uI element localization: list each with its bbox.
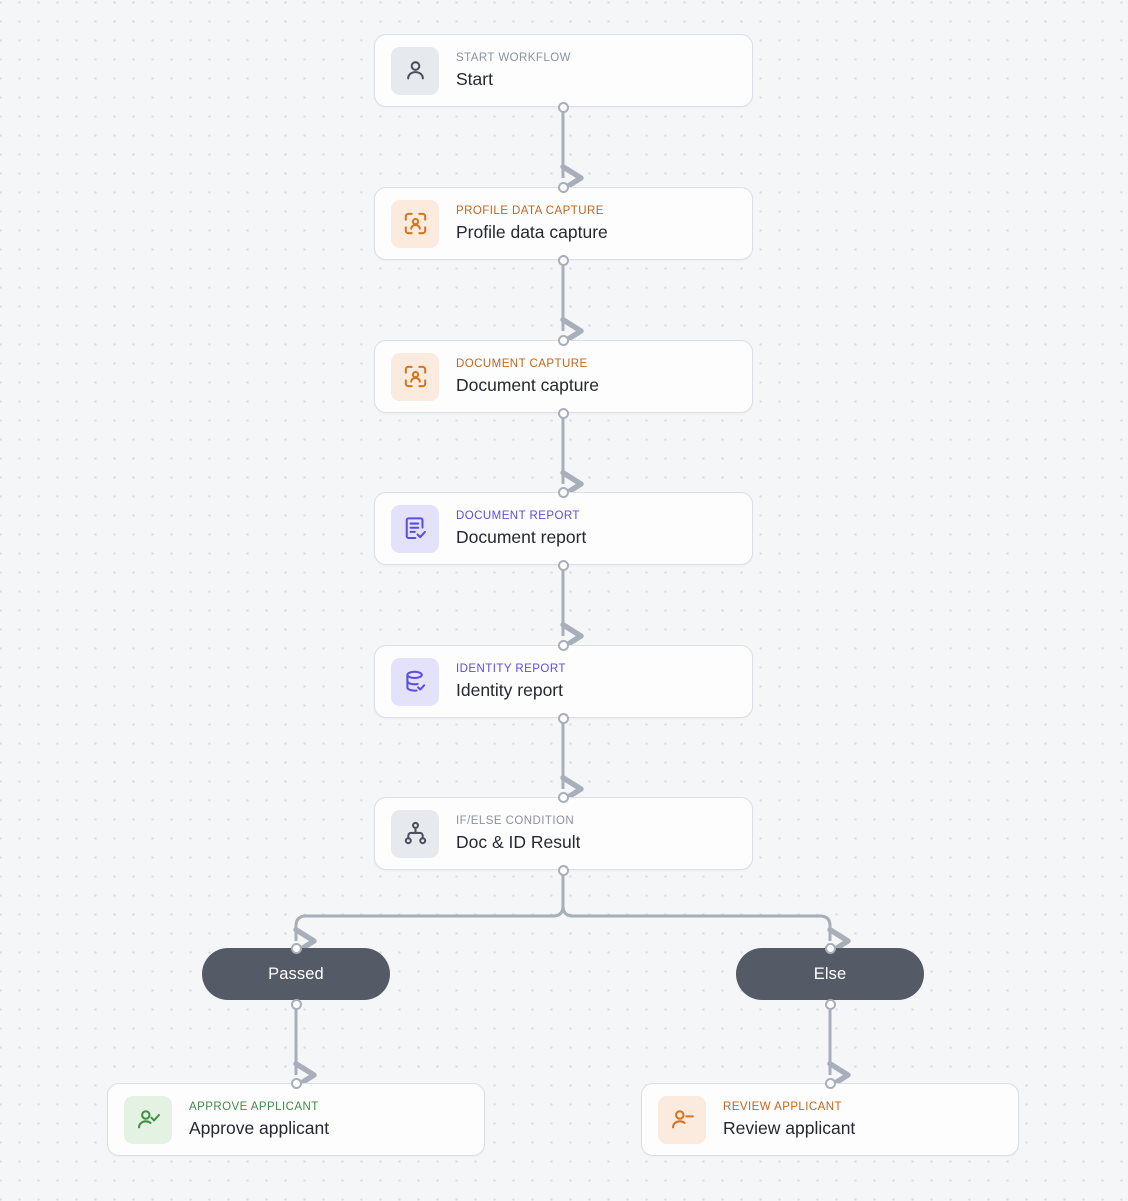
handle-document-report-bottom[interactable]	[557, 559, 569, 571]
edge-condition-to-passed	[296, 871, 565, 941]
node-document-capture-text: DOCUMENT CAPTURE Document capture	[456, 357, 599, 397]
person-icon	[406, 61, 424, 80]
branch-pill-passed-label: Passed	[268, 964, 324, 983]
handle-document-report-top[interactable]	[557, 486, 569, 498]
node-approve-applicant[interactable]: APPROVE APPLICANT Approve applicant	[107, 1083, 485, 1156]
node-profile-title: Profile data capture	[456, 221, 608, 242]
edge-condition-to-else	[561, 871, 830, 941]
database-check-icon	[405, 670, 425, 692]
handle-doc-id-result-top[interactable]	[557, 791, 569, 803]
handle-start-bottom[interactable]	[557, 101, 569, 113]
node-review-applicant-kicker: REVIEW APPLICANT	[723, 1100, 843, 1113]
node-start-text: START WORKFLOW Start	[456, 51, 571, 91]
node-review-applicant-text: REVIEW APPLICANT Review applicant	[723, 1100, 855, 1140]
node-identity-report-icon-tile	[391, 657, 439, 706]
node-identity-report-kicker: IDENTITY REPORT	[456, 662, 566, 675]
handle-profile-bottom[interactable]	[557, 254, 569, 266]
handle-doc-id-result-bottom[interactable]	[557, 864, 569, 876]
person-minus-icon	[671, 1110, 694, 1129]
node-identity-report[interactable]: IDENTITY REPORT Identity report	[374, 645, 753, 718]
node-doc-id-result[interactable]: IF/ELSE CONDITION Doc & ID Result	[374, 797, 753, 870]
handle-identity-report-bottom[interactable]	[557, 712, 569, 724]
node-start-title: Start	[456, 68, 493, 89]
node-document-capture[interactable]: DOCUMENT CAPTURE Document capture	[374, 340, 753, 413]
node-start[interactable]: START WORKFLOW Start	[374, 34, 753, 107]
handle-else-bottom[interactable]	[824, 998, 836, 1010]
node-document-report-text: DOCUMENT REPORT Document report	[456, 509, 586, 549]
handle-profile-top[interactable]	[557, 181, 569, 193]
branch-pill-passed[interactable]: Passed	[202, 948, 390, 1000]
node-identity-report-text: IDENTITY REPORT Identity report	[456, 662, 566, 702]
node-document-capture-icon-tile	[391, 352, 439, 401]
node-profile-text: PROFILE DATA CAPTURE Profile data captur…	[456, 204, 608, 244]
face-scan-icon	[404, 365, 426, 388]
node-doc-id-result-icon-tile	[391, 809, 439, 858]
document-check-icon	[405, 517, 426, 539]
node-review-applicant[interactable]: REVIEW APPLICANT Review applicant	[641, 1083, 1019, 1156]
node-doc-id-result-kicker: IF/ELSE CONDITION	[456, 814, 575, 827]
handle-else-top[interactable]	[824, 942, 836, 954]
node-approve-applicant-kicker: APPROVE APPLICANT	[189, 1100, 319, 1113]
handle-review-applicant-top[interactable]	[824, 1077, 836, 1089]
node-approve-applicant-icon-tile	[124, 1095, 172, 1144]
node-profile-kicker: PROFILE DATA CAPTURE	[456, 204, 604, 217]
node-profile-data-capture[interactable]: PROFILE DATA CAPTURE Profile data captur…	[374, 187, 753, 260]
node-document-capture-title: Document capture	[456, 374, 599, 395]
branch-pill-else-label: Else	[813, 964, 847, 983]
node-document-capture-kicker: DOCUMENT CAPTURE	[456, 357, 588, 370]
face-scan-icon	[404, 212, 426, 235]
node-profile-icon-tile	[391, 199, 439, 248]
person-check-icon	[137, 1110, 160, 1129]
branch-pill-else[interactable]: Else	[736, 948, 924, 1000]
node-document-report-kicker: DOCUMENT REPORT	[456, 509, 580, 522]
node-start-kicker: START WORKFLOW	[456, 51, 571, 64]
node-approve-applicant-text: APPROVE APPLICANT Approve applicant	[189, 1100, 329, 1140]
node-start-icon-tile	[391, 46, 439, 95]
branch-hierarchy-icon	[404, 821, 426, 845]
handle-document-capture-bottom[interactable]	[557, 407, 569, 419]
node-document-report-title: Document report	[456, 526, 587, 547]
handle-approve-applicant-top[interactable]	[290, 1077, 302, 1089]
node-approve-applicant-title: Approve applicant	[189, 1117, 330, 1138]
node-document-report[interactable]: DOCUMENT REPORT Document report	[374, 492, 753, 565]
handle-identity-report-top[interactable]	[557, 639, 569, 651]
handle-passed-top[interactable]	[290, 942, 302, 954]
handle-document-capture-top[interactable]	[557, 334, 569, 346]
node-review-applicant-title: Review applicant	[723, 1117, 856, 1138]
handle-passed-bottom[interactable]	[290, 998, 302, 1010]
node-document-report-icon-tile	[391, 504, 439, 553]
node-identity-report-title: Identity report	[456, 679, 563, 700]
node-review-applicant-icon-tile	[658, 1095, 706, 1144]
node-doc-id-result-text: IF/ELSE CONDITION Doc & ID Result	[456, 814, 580, 854]
node-doc-id-result-title: Doc & ID Result	[456, 831, 581, 852]
